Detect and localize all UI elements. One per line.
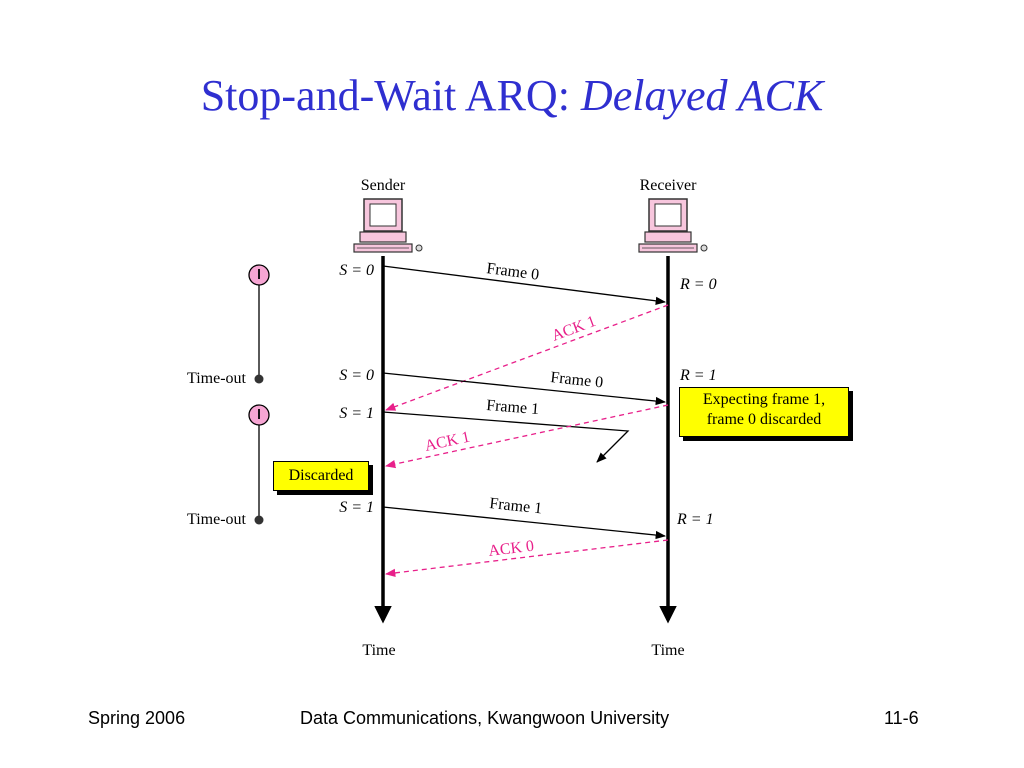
ack-1-second-label: ACK 1 [423,429,471,455]
timeout-dot-icon [254,374,264,384]
frame-1-lost-arrow [382,411,630,463]
ack-1-arrow [385,304,669,411]
footer-course: Data Communications, Kwangwoon Universit… [300,708,670,728]
frame-1-label: Frame 1 [489,495,543,517]
timeout-label-1: Time-out [187,370,247,387]
sender-state-1: S = 0 [339,262,374,279]
frame-1-arrow [382,506,667,540]
expecting-frame-callout: Expecting frame 1, frame 0 discarded [679,387,849,437]
sender-state-3: S = 1 [339,405,374,422]
receiver-computer-icon [638,198,708,253]
timer-1: Time-out [187,264,270,387]
receiver-state-2: R = 1 [679,367,717,384]
footer-slide-number: 11-6 [884,708,919,728]
frame-0-arrow [382,265,667,305]
receiver-state-1: R = 0 [679,276,717,293]
callout-line-1: Expecting frame 1, [702,391,826,408]
frame-1-lost-label: Frame 1 [486,397,540,418]
frame-0-retransmit-arrow [382,372,667,406]
ack-1-second-arrow [384,404,669,469]
frame-0-label: Frame 0 [485,260,540,284]
sender-computer-icon [353,198,423,253]
footer-date: Spring 2006 [88,708,186,728]
sender-state-2: S = 0 [339,367,374,384]
receiver-time-label: Time [651,642,684,659]
timeout-dot-icon [254,515,264,525]
callout-line-2: frame 0 discarded [706,411,822,428]
sender-state-4: S = 1 [339,499,374,516]
timer-2: Time-out [187,404,270,528]
timeout-label-2: Time-out [187,511,247,528]
ack-0-label: ACK 0 [487,538,534,560]
sender-label: Sender [361,177,406,194]
receiver-label: Receiver [640,177,698,194]
ack-0-arrow [384,539,669,578]
title-main: Stop-and-Wait ARQ: [200,71,570,120]
frame-0-retransmit-label: Frame 0 [550,369,604,391]
receiver-state-3: R = 1 [676,511,714,528]
sender-time-label: Time [362,642,395,659]
discarded-callout: Discarded [273,461,369,491]
slide-title: Stop-and-Wait ARQ: Delayed ACK [0,70,1024,121]
title-sub: Delayed ACK [580,71,824,120]
